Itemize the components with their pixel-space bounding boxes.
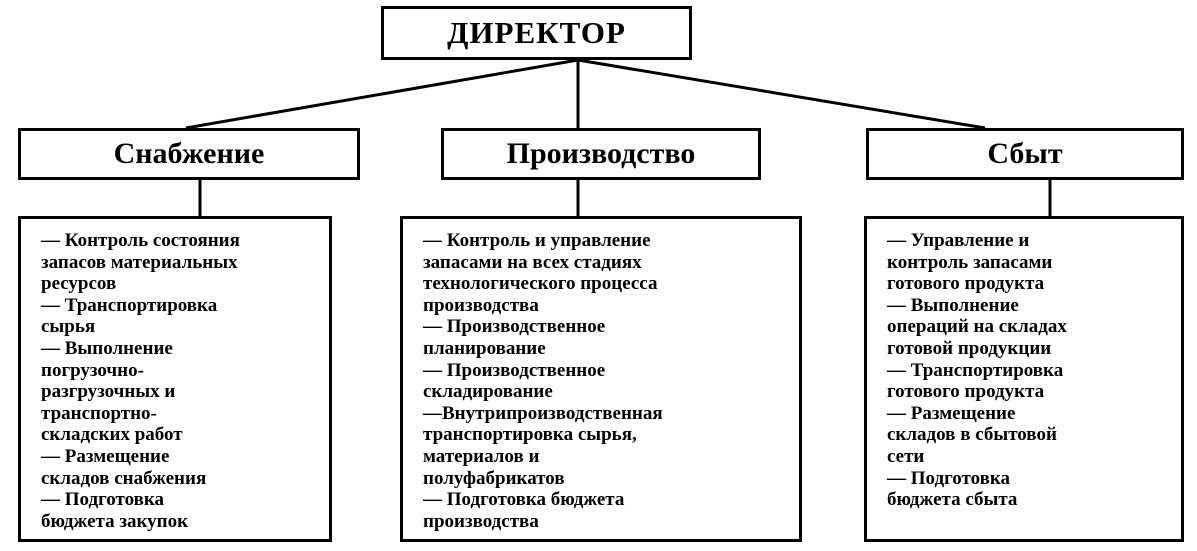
- department-production-title: Производство: [506, 137, 696, 170]
- duty-line: запасов материальных: [41, 251, 238, 273]
- duty-line: ресурсов: [41, 273, 117, 295]
- connector-director-to-sales: [577, 58, 986, 130]
- department-supply-title: Снабжение: [113, 137, 265, 170]
- duty-line: транспортно-: [41, 402, 157, 424]
- duty-line: — Производственное: [423, 359, 606, 381]
- duty-line: сырья: [41, 316, 96, 338]
- duty-line: разгрузочных и: [41, 381, 176, 403]
- department-production-box: Производство: [441, 128, 761, 180]
- duty-line: производства: [423, 294, 539, 316]
- duty-line: складов в сбытовой: [887, 424, 1057, 446]
- duty-line: — Контроль и управление: [423, 230, 651, 251]
- department-supply-box: Снабжение: [18, 128, 360, 180]
- duty-line: —Внутрипроизводственная: [423, 402, 663, 424]
- duty-line: — Выполнение: [41, 337, 173, 359]
- duty-line: — Подготовка: [41, 489, 165, 511]
- duty-line: складирование: [423, 381, 553, 403]
- duty-line: складов снабжения: [41, 467, 207, 489]
- duty-line: — Транспортировка: [41, 294, 218, 316]
- duty-line: — Размещение: [41, 445, 170, 467]
- duty-line: — Управление и: [887, 230, 1030, 251]
- duty-line: материалов и: [423, 445, 540, 467]
- connector-director-to-supply: [185, 58, 579, 130]
- duty-line: — Производственное: [423, 316, 606, 338]
- duty-line: готовой продукции: [887, 337, 1052, 359]
- duty-line: транспортировка сырья,: [423, 424, 637, 446]
- duty-line: технологического процесса: [423, 273, 658, 295]
- duty-line: бюджета сбыта: [887, 489, 1018, 511]
- department-sales-title: Сбыт: [987, 137, 1063, 170]
- duty-line: — Подготовка: [887, 467, 1011, 489]
- department-sales-box: Сбыт: [866, 128, 1184, 180]
- duty-line: — Транспортировка: [887, 359, 1064, 381]
- duty-line: контроль запасами: [887, 251, 1053, 273]
- duty-line: полуфабрикатов: [423, 467, 565, 489]
- duty-line: сети: [887, 445, 925, 467]
- duty-line: — Контроль состояния: [41, 230, 240, 251]
- duty-line: планирование: [423, 337, 546, 359]
- duty-line: — Выполнение: [887, 294, 1019, 316]
- duty-line: операций на складах: [887, 316, 1067, 338]
- duty-line: готового продукта: [887, 273, 1045, 295]
- duty-line: бюджета закупок: [41, 510, 189, 532]
- duty-line: готового продукта: [887, 381, 1045, 403]
- duty-line: запасами на всех стадиях: [423, 251, 642, 273]
- duty-line: — Размещение: [887, 402, 1016, 424]
- duty-line: складских работ: [41, 424, 183, 446]
- duty-line: производства: [423, 510, 539, 532]
- duty-line: — Подготовка бюджета: [423, 489, 625, 511]
- duty-line: погрузочно-: [41, 359, 144, 381]
- director-box: ДИРЕКТОР: [381, 6, 692, 60]
- director-title: ДИРЕКТОР: [447, 15, 626, 50]
